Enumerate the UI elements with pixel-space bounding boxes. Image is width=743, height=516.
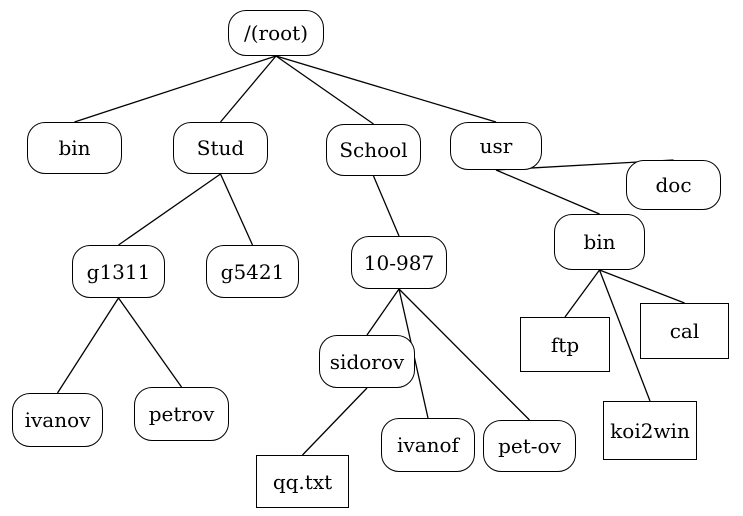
node-usr-bin: bin <box>554 214 645 270</box>
edge-n10_987-pet_ov <box>398 288 530 421</box>
node-g1311: g1311 <box>72 245 165 298</box>
node-school: School <box>326 124 421 176</box>
edge-usr_bin-cal <box>599 269 685 304</box>
edge-stud-g1311 <box>118 173 221 246</box>
edge-usr-usr_bin <box>495 169 600 215</box>
node-ivanof: ivanof <box>381 418 475 472</box>
edge-n10_987-sidorov <box>366 288 400 336</box>
node-bin: bin <box>27 122 122 174</box>
edge-root-stud <box>220 55 277 123</box>
node-ftp: ftp <box>520 317 610 372</box>
node-doc: doc <box>626 160 721 210</box>
node-pet-ov: pet-ov <box>483 420 576 472</box>
edge-usr_bin-ftp <box>564 269 601 318</box>
node-root: /(root) <box>228 10 324 56</box>
edge-root-school <box>275 55 374 125</box>
edge-g1311-ivanov <box>56 297 120 394</box>
node-qq-txt: qq.txt <box>256 455 349 508</box>
node-stud: Stud <box>173 122 268 174</box>
edge-school-n10_987 <box>372 175 400 237</box>
node-g5421: g5421 <box>206 245 299 298</box>
node-petrov: petrov <box>134 387 229 441</box>
edge-root-bin <box>74 55 277 123</box>
node-koi2win: koi2win <box>603 401 697 460</box>
node-ivanov: ivanov <box>12 393 103 447</box>
edge-usr_bin-koi2win <box>598 269 651 402</box>
edge-g1311-petrov <box>117 297 183 388</box>
node-10-987: 10-987 <box>351 236 447 289</box>
node-sidorov: sidorov <box>319 335 415 388</box>
edge-root-usr <box>275 55 497 123</box>
edge-sidorov-qq_txt <box>302 387 368 456</box>
edge-stud-g5421 <box>219 173 254 246</box>
node-usr: usr <box>450 122 542 170</box>
node-cal: cal <box>640 303 729 359</box>
